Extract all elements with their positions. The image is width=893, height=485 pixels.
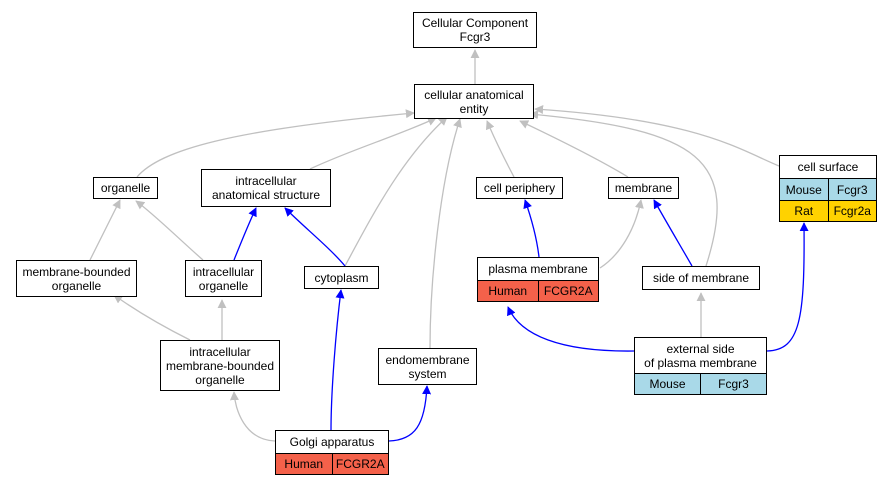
edge-cellperiph-cae <box>485 120 515 178</box>
edge-cytoplasm-ias <box>284 207 346 267</box>
species-cell: Mouse <box>649 377 686 391</box>
annotation-row: Mouse Fcgr3 <box>780 178 876 200</box>
edge-cellsurface-cae <box>534 105 780 167</box>
species-cell: Human <box>284 457 324 471</box>
node-title: cell surface <box>797 160 859 174</box>
node-cellular-anatomical-entity[interactable]: cellular anatomical entity <box>414 84 534 119</box>
node-cell-surface[interactable]: cell surface Mouse Fcgr3 Rat Fcgr2a <box>779 155 877 222</box>
species-cell: Mouse <box>785 182 822 197</box>
edge-mbo-organelle <box>89 199 121 261</box>
edge-sidemembrane-cae <box>529 110 718 267</box>
edge-ias-cae <box>309 117 437 170</box>
annotation-row: Human FCGR2A <box>276 453 388 474</box>
annotation-row: Human FCGR2A <box>478 280 598 301</box>
node-title: external side of plasma membrane <box>644 341 757 370</box>
gene-cell: FCGR2A <box>537 281 599 301</box>
gene-cell: Fcgr3 <box>700 374 766 394</box>
species-cell: Rat <box>794 204 814 218</box>
edge-extside-plasma <box>507 306 635 352</box>
edge-endomembrane-cae <box>429 118 462 349</box>
node-side-of-membrane[interactable]: side of membrane <box>642 266 760 290</box>
node-organelle[interactable]: organelle <box>93 177 158 199</box>
edge-side-membrane <box>653 199 693 267</box>
annotation-row: Rat Fcgr2a <box>780 200 876 221</box>
node-cytoplasm[interactable]: cytoplasm <box>304 266 379 289</box>
gene-cell: Fcgr2a <box>827 201 877 221</box>
edge-plasma-membrane <box>599 199 644 269</box>
gene-cell: Fcgr3 <box>827 179 877 200</box>
node-intracellular-membrane-bounded-organelle[interactable]: intracellular membrane-bounded organelle <box>160 340 280 391</box>
edge-io-ias <box>233 207 257 261</box>
edge-golgi-imbo <box>229 391 276 442</box>
annotation-row: Mouse Fcgr3 <box>635 373 766 394</box>
node-golgi-apparatus[interactable]: Golgi apparatus Human FCGR2A <box>275 430 389 475</box>
node-root[interactable]: Cellular Component Fcgr3 <box>413 12 537 48</box>
node-intracellular-organelle[interactable]: intracellular organelle <box>185 260 262 297</box>
node-intracellular-anatomical-structure[interactable]: intracellular anatomical structure <box>201 169 331 207</box>
node-plasma-membrane[interactable]: plasma membrane Human FCGR2A <box>477 257 599 302</box>
node-cell-periphery[interactable]: cell periphery <box>476 177 563 199</box>
edge-io-organelle <box>135 200 204 261</box>
edge-extside-cellsurface <box>766 222 809 352</box>
node-title: Golgi apparatus <box>289 435 375 449</box>
node-external-side-of-plasma-membrane[interactable]: external side of plasma membrane Mouse F… <box>634 337 767 395</box>
edge-golgi-cytoplasm <box>330 289 345 432</box>
edge-imbo-mbo <box>113 294 191 341</box>
species-cell: Human <box>488 284 528 298</box>
edge-membrane-cae <box>519 120 629 178</box>
node-membrane-bounded-organelle[interactable]: membrane-bounded organelle <box>16 260 137 297</box>
edge-organelle-cae <box>136 109 415 178</box>
node-endomembrane-system[interactable]: endomembrane system <box>378 348 477 385</box>
node-membrane[interactable]: membrane <box>608 177 679 199</box>
gene-cell: FCGR2A <box>331 454 389 474</box>
node-title: plasma membrane <box>488 262 588 276</box>
edge-golgi-endomembrane <box>388 385 432 442</box>
edge-plasma-cellperiph <box>523 199 540 258</box>
edge-cytoplasm-cae <box>344 116 448 267</box>
